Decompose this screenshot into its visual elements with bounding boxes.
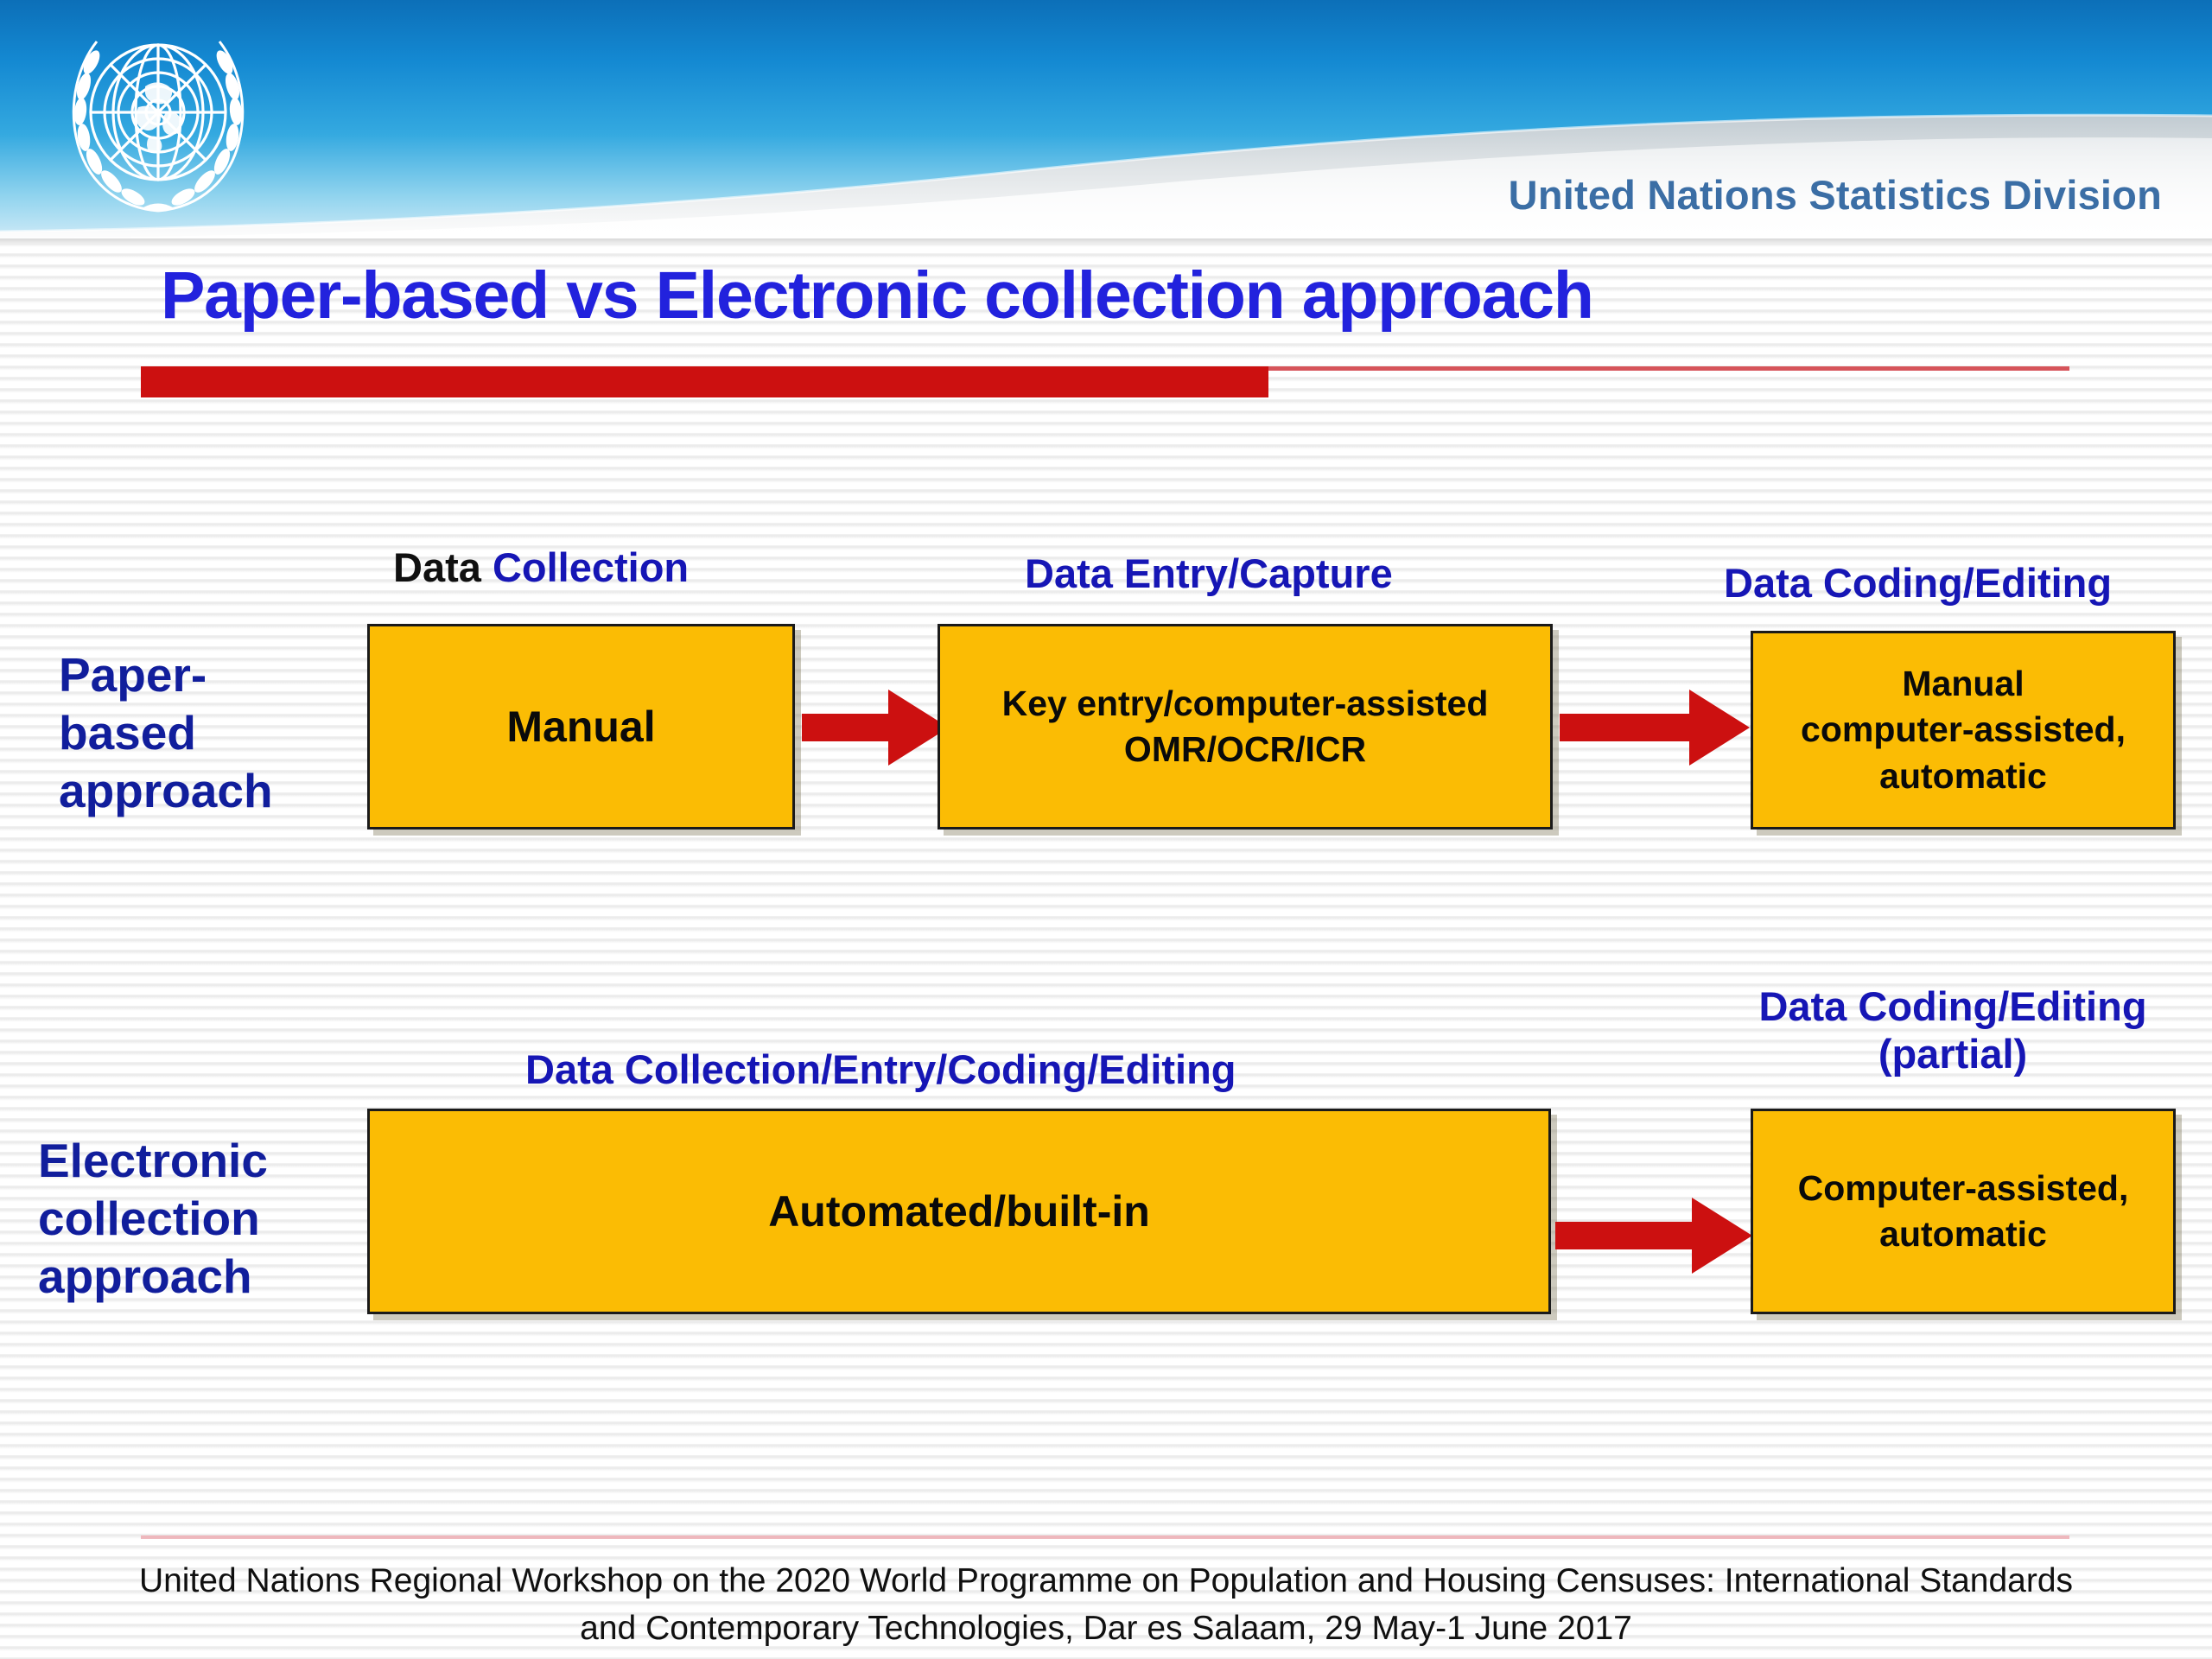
process-box-text-line: automatic: [1879, 1214, 2047, 1254]
process-box-computer-assisted-automatic[interactable]: Computer-assisted, automatic: [1751, 1109, 2176, 1314]
header-swoosh-graphic: [0, 0, 2212, 244]
stage-label-data-collection-entry-coding-editing: Data Collection/Entry/Coding/Editing: [525, 1046, 1236, 1094]
row-label-line: approach: [38, 1249, 252, 1304]
stage-label-data-coding-editing-partial: Data Coding/Editing (partial): [1719, 983, 2186, 1077]
process-box-text-line: Manual: [1902, 664, 2024, 704]
arrow-automated-to-coding-icon: [1555, 1198, 1752, 1274]
stage-label-data-entry-capture: Data Entry/Capture: [1025, 550, 1393, 598]
process-box-text-line: Key entry/computer-assisted: [1001, 683, 1489, 723]
process-box-text-wrap: Computer-assisted, automatic: [1788, 1166, 2139, 1258]
row-label-line: collection: [38, 1192, 260, 1246]
row-label-line: Paper-: [59, 648, 207, 702]
arrow-collection-to-entry-icon: [802, 690, 949, 766]
footer-divider: [141, 1535, 2069, 1539]
un-emblem-icon: [72, 41, 245, 213]
arrow-entry-to-coding-icon: [1560, 690, 1750, 766]
row-label-paper-based: Paper- based approach: [59, 646, 344, 820]
process-box-automated-built-in[interactable]: Automated/built-in: [367, 1109, 1551, 1314]
row-label-line: approach: [59, 764, 273, 818]
process-box-text-wrap: Key entry/computer-assisted OMR/OCR/ICR: [992, 681, 1499, 773]
header-banner: United Nations Statistics Division: [0, 0, 2212, 244]
process-box-text: Automated/built-in: [768, 1186, 1150, 1236]
stage-label-data-coding-editing: Data Coding/Editing: [1724, 560, 2112, 607]
row-label-line: based: [59, 706, 196, 760]
process-box-manual[interactable]: Manual: [367, 624, 795, 830]
page-title: Paper-based vs Electronic collection app…: [161, 258, 1594, 333]
organization-name: United Nations Statistics Division: [1508, 172, 2162, 218]
stage-label-main: Data Coding/Editing (partial): [1758, 983, 2147, 1077]
process-box-text-line: computer-assisted,: [1801, 709, 2126, 750]
process-box-manual-computer-assisted[interactable]: Manual computer-assisted, automatic: [1751, 631, 2176, 830]
process-box-key-entry[interactable]: Key entry/computer-assisted OMR/OCR/ICR: [938, 624, 1553, 830]
footer-line-1: United Nations Regional Workshop on the …: [138, 1562, 2074, 1599]
title-underline-thick: [141, 366, 1268, 397]
header-divider: [0, 238, 2212, 244]
stage-label-main: Data Coding/Editing: [1724, 560, 2113, 606]
row-label-electronic-collection: Electronic collection approach: [38, 1132, 349, 1306]
process-box-text-line: Computer-assisted,: [1797, 1167, 2129, 1208]
stage-label-data-collection: Data Collection: [393, 544, 689, 592]
process-box-text-line: OMR/OCR/ICR: [1123, 729, 1367, 769]
stage-label-main: Collection: [492, 544, 690, 590]
process-box-text-line: automatic: [1879, 755, 2047, 796]
footer-citation: United Nations Regional Workshop on the …: [112, 1557, 2100, 1653]
process-box-text-wrap: Manual computer-assisted, automatic: [1790, 661, 2136, 799]
footer-line-2: and Contemporary Technologies, Dar es Sa…: [580, 1610, 1632, 1648]
stage-label-main: Data Entry/Capture: [1025, 550, 1393, 596]
stage-label-prefix: Data: [393, 544, 493, 590]
row-label-line: Electronic: [38, 1134, 268, 1187]
stage-label-main: Data Collection/Entry/Coding/Editing: [525, 1046, 1236, 1092]
process-box-text: Manual: [506, 702, 656, 751]
